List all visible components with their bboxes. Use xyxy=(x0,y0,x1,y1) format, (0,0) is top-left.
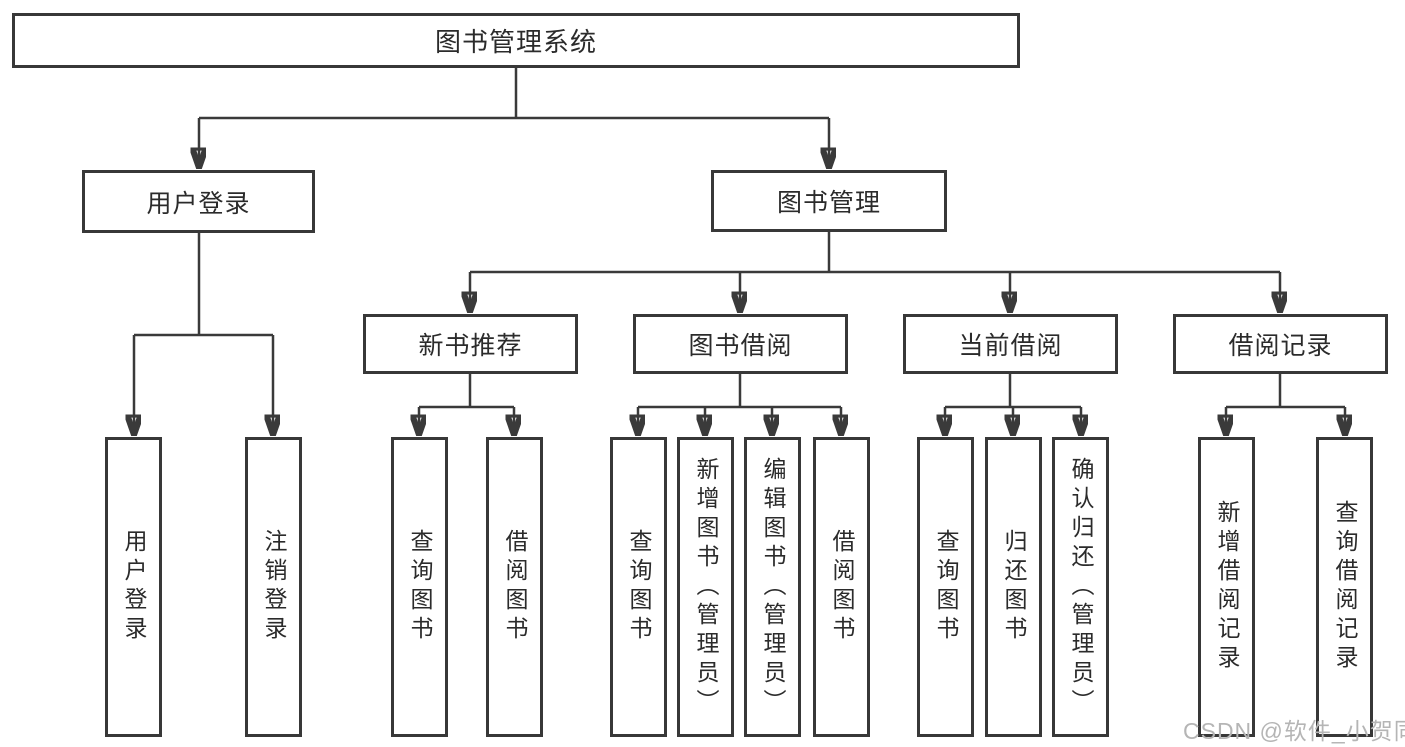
leaf-recommend-query-book: 查询图书 xyxy=(391,437,448,737)
node-new-book-recommend-label: 新书推荐 xyxy=(418,332,523,360)
node-current-borrow: 当前借阅 xyxy=(903,314,1118,374)
leaf-return-book-label: 归还图书 xyxy=(1001,529,1027,645)
leaf-recommend-borrow-book-label: 借阅图书 xyxy=(502,529,528,645)
leaf-user-login-label: 用户登录 xyxy=(121,529,147,645)
node-borrow-record: 借阅记录 xyxy=(1173,314,1388,374)
leaf-current-query-book-label: 查询图书 xyxy=(933,529,959,645)
leaf-confirm-return-admin-label: 确认归还（管理员） xyxy=(1068,456,1094,718)
node-new-book-recommend: 新书推荐 xyxy=(363,314,578,374)
node-book-borrow: 图书借阅 xyxy=(633,314,848,374)
leaf-borrow-query-book-label: 查询图书 xyxy=(626,529,652,645)
leaf-borrow-query-book: 查询图书 xyxy=(610,437,667,737)
leaf-confirm-return-admin: 确认归还（管理员） xyxy=(1052,437,1109,737)
leaf-borrow-book-label: 借阅图书 xyxy=(829,529,855,645)
node-borrow-record-label: 借阅记录 xyxy=(1228,332,1333,360)
node-book-management-label: 图书管理 xyxy=(776,189,881,217)
leaf-edit-book-admin-label: 编辑图书（管理员） xyxy=(760,456,786,718)
node-book-management: 图书管理 xyxy=(711,170,947,232)
leaf-edit-book-admin: 编辑图书（管理员） xyxy=(744,437,801,737)
node-user-login-label: 用户登录 xyxy=(146,189,251,218)
leaf-borrow-book: 借阅图书 xyxy=(813,437,870,737)
leaf-query-borrow-record: 查询借阅记录 xyxy=(1316,437,1373,737)
leaf-recommend-borrow-book: 借阅图书 xyxy=(486,437,543,737)
leaf-return-book: 归还图书 xyxy=(985,437,1042,737)
leaf-add-book-admin-label: 新增图书（管理员） xyxy=(693,456,719,718)
leaf-logout-label: 注销登录 xyxy=(261,529,287,645)
leaf-query-borrow-record-label: 查询借阅记录 xyxy=(1332,500,1358,674)
node-user-login: 用户登录 xyxy=(82,170,315,233)
leaf-add-borrow-record-label: 新增借阅记录 xyxy=(1214,500,1240,674)
csdn-watermark: CSDN @软件_小贺同学 xyxy=(1183,718,1405,744)
node-current-borrow-label: 当前借阅 xyxy=(958,332,1063,360)
leaf-user-login: 用户登录 xyxy=(105,437,162,737)
node-root-system: 图书管理系统 xyxy=(12,13,1020,68)
leaf-add-borrow-record: 新增借阅记录 xyxy=(1198,437,1255,737)
node-book-borrow-label: 图书借阅 xyxy=(688,332,793,360)
leaf-current-query-book: 查询图书 xyxy=(917,437,974,737)
leaf-recommend-query-book-label: 查询图书 xyxy=(407,529,433,645)
leaf-add-book-admin: 新增图书（管理员） xyxy=(677,437,734,737)
leaf-logout: 注销登录 xyxy=(245,437,302,737)
node-root-label: 图书管理系统 xyxy=(434,27,597,57)
